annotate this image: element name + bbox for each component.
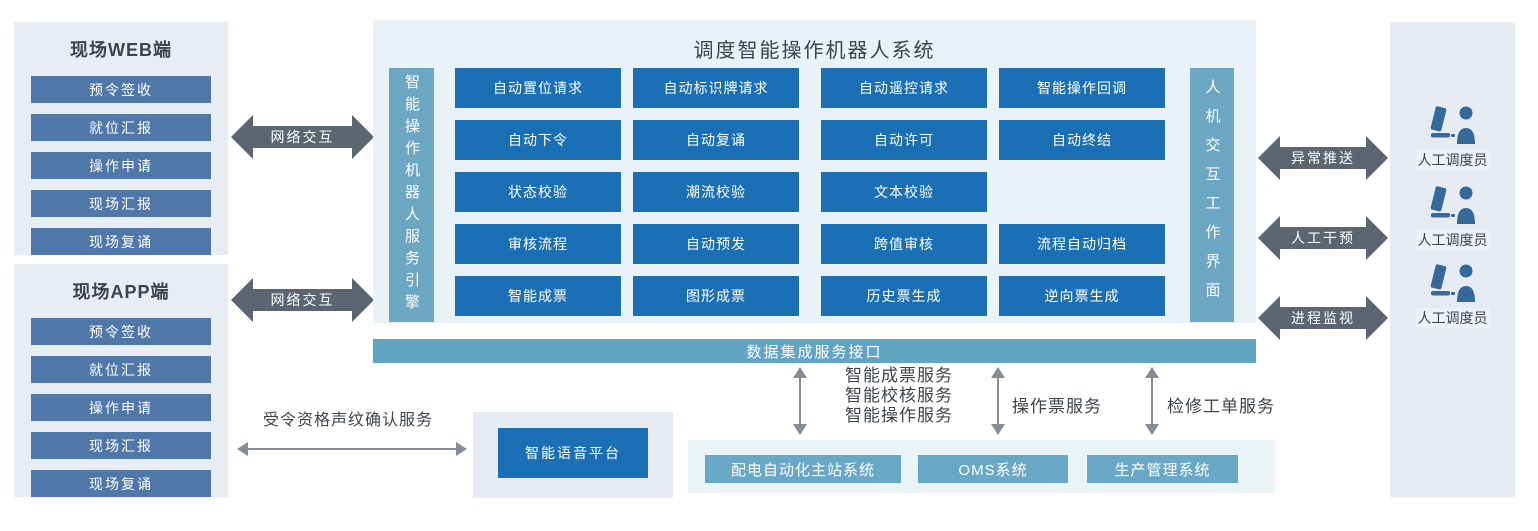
grid-button-smart-operation-callback[interactable]: 智能操作回调 <box>999 68 1165 108</box>
arrow-line <box>799 375 801 427</box>
app-item-presign[interactable]: 预令签收 <box>31 318 211 345</box>
external-systems-panel: 配电自动化主站系统 OMS系统 生产管理系统 <box>688 440 1275 493</box>
voice-platform-button[interactable]: 智能语音平台 <box>498 428 648 478</box>
arrow-left-icon <box>231 115 253 159</box>
grid-button-auto-permit[interactable]: 自动许可 <box>821 120 987 160</box>
data-integration-bar: 数据集成服务接口 <box>373 339 1256 363</box>
system-title: 调度智能操作机器人系统 <box>693 40 936 62</box>
arrow-up-icon <box>793 367 807 378</box>
network-arrow-bottom: 网络交互 <box>231 278 374 322</box>
grid-button-cross-shift-review[interactable]: 跨值审核 <box>821 224 987 264</box>
arrow-left-icon <box>237 442 248 456</box>
arrow-up-icon <box>1145 367 1159 378</box>
grid-button-auto-set-request[interactable]: 自动置位请求 <box>455 68 621 108</box>
network-arrow-bottom-label: 网络交互 <box>252 289 353 311</box>
arrow-down-icon <box>991 424 1005 435</box>
app-item-site-repeat[interactable]: 现场复诵 <box>31 470 211 497</box>
distribution-automation-system-button[interactable]: 配电自动化主站系统 <box>705 455 901 483</box>
dispatcher-block: 人工调度员 <box>1390 106 1515 170</box>
robot-system-panel: 调度智能操作机器人系统 智能操作机器人服务引擎 人机交互工作界面 自动置位请求 … <box>373 20 1256 323</box>
grid-button-smart-ticket[interactable]: 智能成票 <box>455 276 621 316</box>
dispatcher-laptop-person-icon <box>1430 264 1475 302</box>
process-monitor-arrow: 进程监视 <box>1258 296 1388 340</box>
web-item-site-report[interactable]: 现场汇报 <box>31 190 211 217</box>
grid-button-auto-tag-request[interactable]: 自动标识牌请求 <box>633 68 799 108</box>
operation-ticket-service-label: 操作票服务 <box>1012 397 1102 416</box>
dispatcher-block: 人工调度员 <box>1390 264 1515 328</box>
grid-button-auto-remote-request[interactable]: 自动遥控请求 <box>821 68 987 108</box>
arrow-line <box>245 448 459 450</box>
hmi-workspace-bar: 人机交互工作界面 <box>1190 68 1234 322</box>
arrow-left-icon <box>1258 296 1280 340</box>
dispatcher-label: 人工调度员 <box>1415 308 1490 328</box>
network-arrow-top: 网络交互 <box>231 115 374 159</box>
service-engine-bar: 智能操作机器人服务引擎 <box>389 68 434 322</box>
arrow-down-icon <box>1145 424 1159 435</box>
dispatcher-block: 人工调度员 <box>1390 186 1515 250</box>
manual-intervention-label: 人工干预 <box>1279 227 1367 249</box>
grid-button-auto-terminate[interactable]: 自动终结 <box>999 120 1165 160</box>
smart-check-service-line: 智能校核服务 <box>845 386 953 405</box>
app-panel-title: 现场APP端 <box>72 281 170 302</box>
web-item-inplace-report[interactable]: 就位汇报 <box>31 114 211 141</box>
arrow-line <box>1151 375 1153 427</box>
web-item-operation-apply[interactable]: 操作申请 <box>31 152 211 179</box>
app-item-site-report[interactable]: 现场汇报 <box>31 432 211 459</box>
web-item-presign[interactable]: 预令签收 <box>31 76 211 103</box>
network-arrow-top-label: 网络交互 <box>252 126 353 148</box>
exception-push-arrow: 异常推送 <box>1258 136 1388 180</box>
grid-button-auto-archive[interactable]: 流程自动归档 <box>999 224 1165 264</box>
web-terminal-panel: 现场WEB端 预令签收 就位汇报 操作申请 现场汇报 现场复诵 <box>14 22 228 255</box>
operation-ticket-service-arrow <box>991 367 1005 435</box>
smart-ticket-service-line: 智能成票服务 <box>845 366 953 385</box>
grid-button-status-check[interactable]: 状态校验 <box>455 172 621 212</box>
arrow-left-icon <box>1258 136 1280 180</box>
arrow-right-icon <box>1366 216 1388 260</box>
grid-button-powerflow-check[interactable]: 潮流校验 <box>633 172 799 212</box>
arrow-right-icon <box>352 278 374 322</box>
arrow-right-icon <box>456 442 467 456</box>
arrow-line <box>997 375 999 427</box>
grid-button-history-ticket[interactable]: 历史票生成 <box>821 276 987 316</box>
arrow-left-icon <box>231 278 253 322</box>
app-item-inplace-report[interactable]: 就位汇报 <box>31 356 211 383</box>
dispatcher-label: 人工调度员 <box>1415 230 1490 250</box>
grid-button-auto-repeat[interactable]: 自动复诵 <box>633 120 799 160</box>
arrow-left-icon <box>1258 216 1280 260</box>
dispatcher-laptop-person-icon <box>1430 186 1475 224</box>
dispatcher-label: 人工调度员 <box>1415 150 1490 170</box>
app-terminal-panel: 现场APP端 预令签收 就位汇报 操作申请 现场汇报 现场复诵 <box>14 264 228 497</box>
process-monitor-label: 进程监视 <box>1279 307 1367 329</box>
web-panel-title: 现场WEB端 <box>70 39 172 60</box>
dispatcher-panel: 人工调度员 人工调度员 <box>1390 22 1515 497</box>
arrow-right-icon <box>1366 136 1388 180</box>
grid-button-reverse-ticket[interactable]: 逆向票生成 <box>999 276 1165 316</box>
production-management-system-button[interactable]: 生产管理系统 <box>1087 455 1238 483</box>
grid-button-text-check[interactable]: 文本校验 <box>821 172 987 212</box>
maintenance-order-service-label: 检修工单服务 <box>1167 397 1275 416</box>
oms-system-button[interactable]: OMS系统 <box>918 455 1068 483</box>
smart-services-label: 智能成票服务 智能校核服务 智能操作服务 <box>845 366 953 426</box>
smart-operation-service-line: 智能操作服务 <box>845 406 953 425</box>
grid-button-auto-preissue[interactable]: 自动预发 <box>633 224 799 264</box>
arrow-right-icon <box>1366 296 1388 340</box>
ticket-services-arrow <box>793 367 807 435</box>
voiceprint-service-label: 受令资格声纹确认服务 <box>263 412 434 429</box>
app-item-operation-apply[interactable]: 操作申请 <box>31 394 211 421</box>
manual-intervention-arrow: 人工干预 <box>1258 216 1388 260</box>
voiceprint-service-arrow <box>237 442 467 456</box>
exception-push-label: 异常推送 <box>1279 147 1367 169</box>
arrow-right-icon <box>352 115 374 159</box>
grid-button-auto-command[interactable]: 自动下令 <box>455 120 621 160</box>
grid-button-review-flow[interactable]: 审核流程 <box>455 224 621 264</box>
arrow-up-icon <box>991 367 1005 378</box>
maintenance-order-service-arrow <box>1145 367 1159 435</box>
arrow-down-icon <box>793 424 807 435</box>
dispatcher-laptop-person-icon <box>1430 106 1475 144</box>
voice-platform-panel: 智能语音平台 <box>473 412 673 498</box>
web-item-site-repeat[interactable]: 现场复诵 <box>31 228 211 255</box>
grid-button-graphic-ticket[interactable]: 图形成票 <box>633 276 799 316</box>
